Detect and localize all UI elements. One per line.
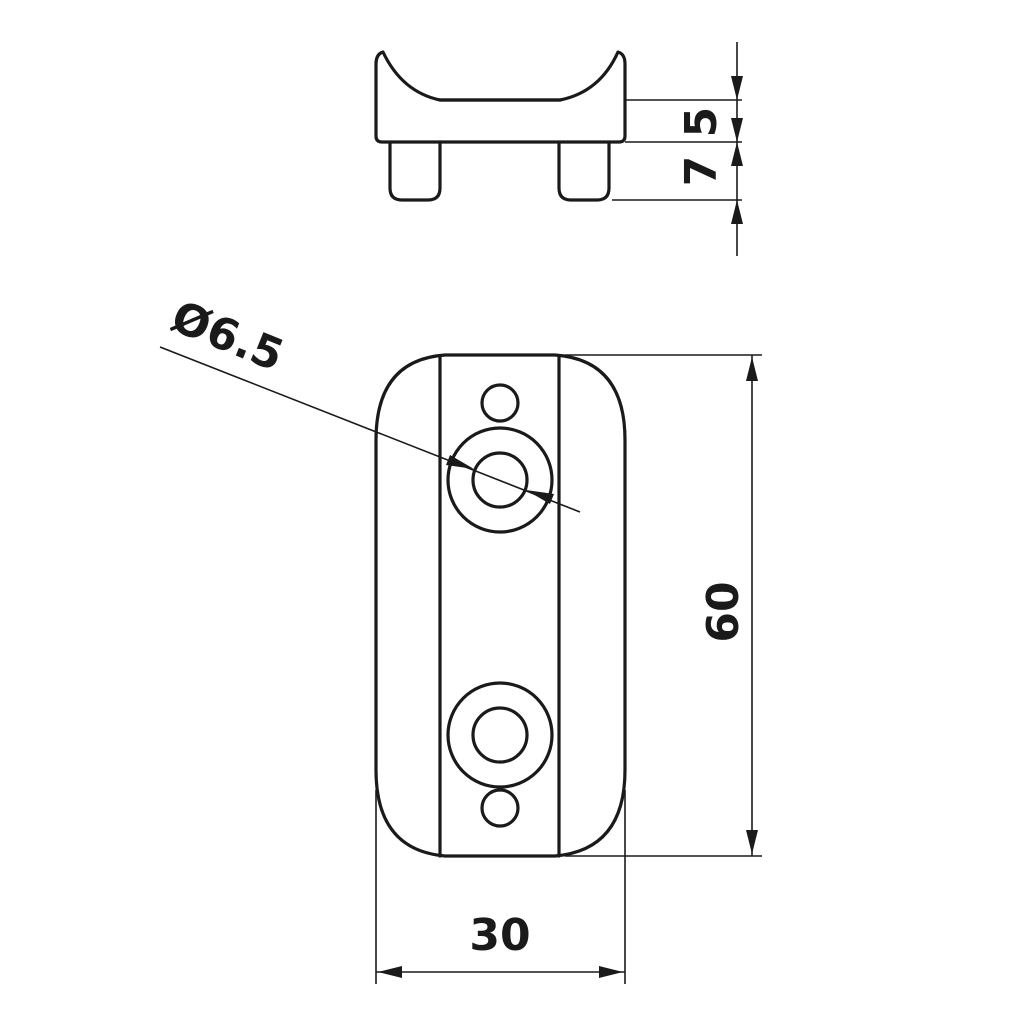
countersink-top-outer xyxy=(446,426,554,534)
length-dimension: 60 xyxy=(565,354,762,857)
small-hole-top xyxy=(480,383,520,423)
dim-diameter: Ø6.5 xyxy=(164,291,290,382)
width-dimension: 30 xyxy=(375,790,626,984)
small-hole-bottom xyxy=(480,788,520,828)
dim-height-5: 5 xyxy=(676,107,727,138)
countersink-bottom-inner xyxy=(471,706,529,764)
dim-width: 30 xyxy=(469,910,530,961)
countersink-bottom-outer xyxy=(446,681,554,789)
top-view xyxy=(374,353,627,858)
side-view-pin-right xyxy=(557,140,611,202)
side-view-body xyxy=(374,50,627,144)
side-view-pin-left xyxy=(388,140,442,202)
countersink-top-inner xyxy=(471,451,529,509)
side-view-height-dimension: 5 7 xyxy=(612,42,743,256)
dim-height-7: 7 xyxy=(676,156,727,187)
side-view xyxy=(374,50,627,202)
top-view-outline xyxy=(374,353,627,858)
dim-length: 60 xyxy=(698,581,749,642)
